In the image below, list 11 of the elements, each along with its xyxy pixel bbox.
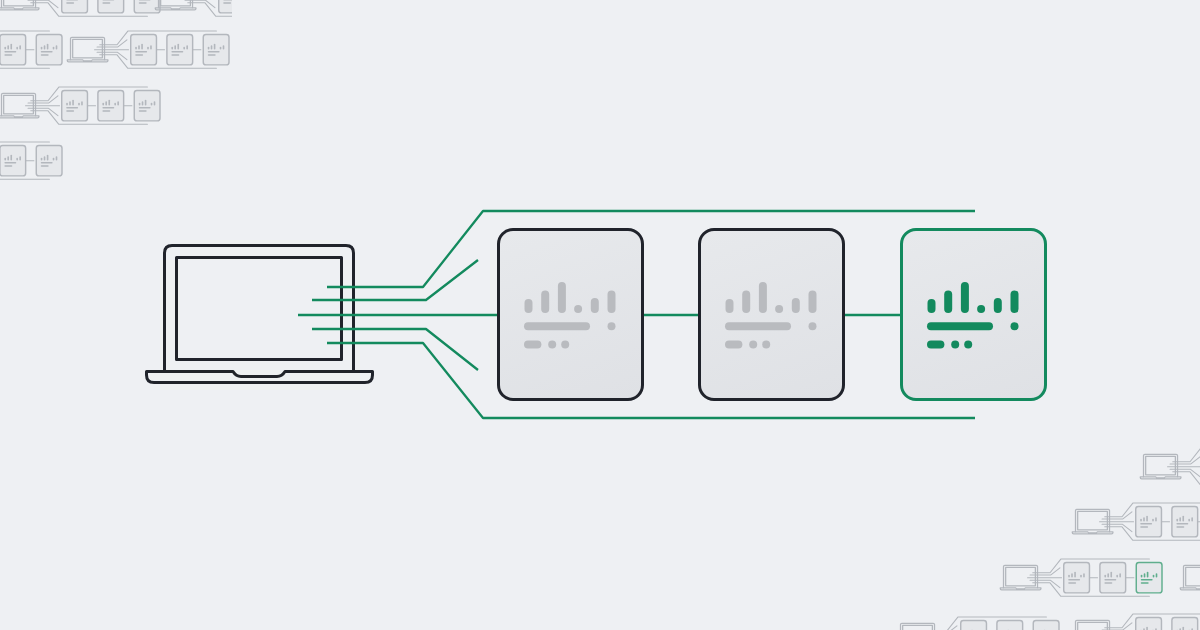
connector-line bbox=[375, 259, 479, 302]
connector-line bbox=[375, 209, 975, 289]
connector-line bbox=[375, 341, 975, 420]
connector-line bbox=[644, 313, 698, 317]
rounded-card bbox=[698, 228, 845, 401]
connector-line bbox=[375, 327, 479, 371]
rounded-card bbox=[900, 228, 1047, 401]
connector-line bbox=[845, 313, 900, 317]
connector-line bbox=[375, 313, 497, 317]
laptop-drawing bbox=[145, 244, 375, 386]
rounded-card bbox=[497, 228, 644, 401]
